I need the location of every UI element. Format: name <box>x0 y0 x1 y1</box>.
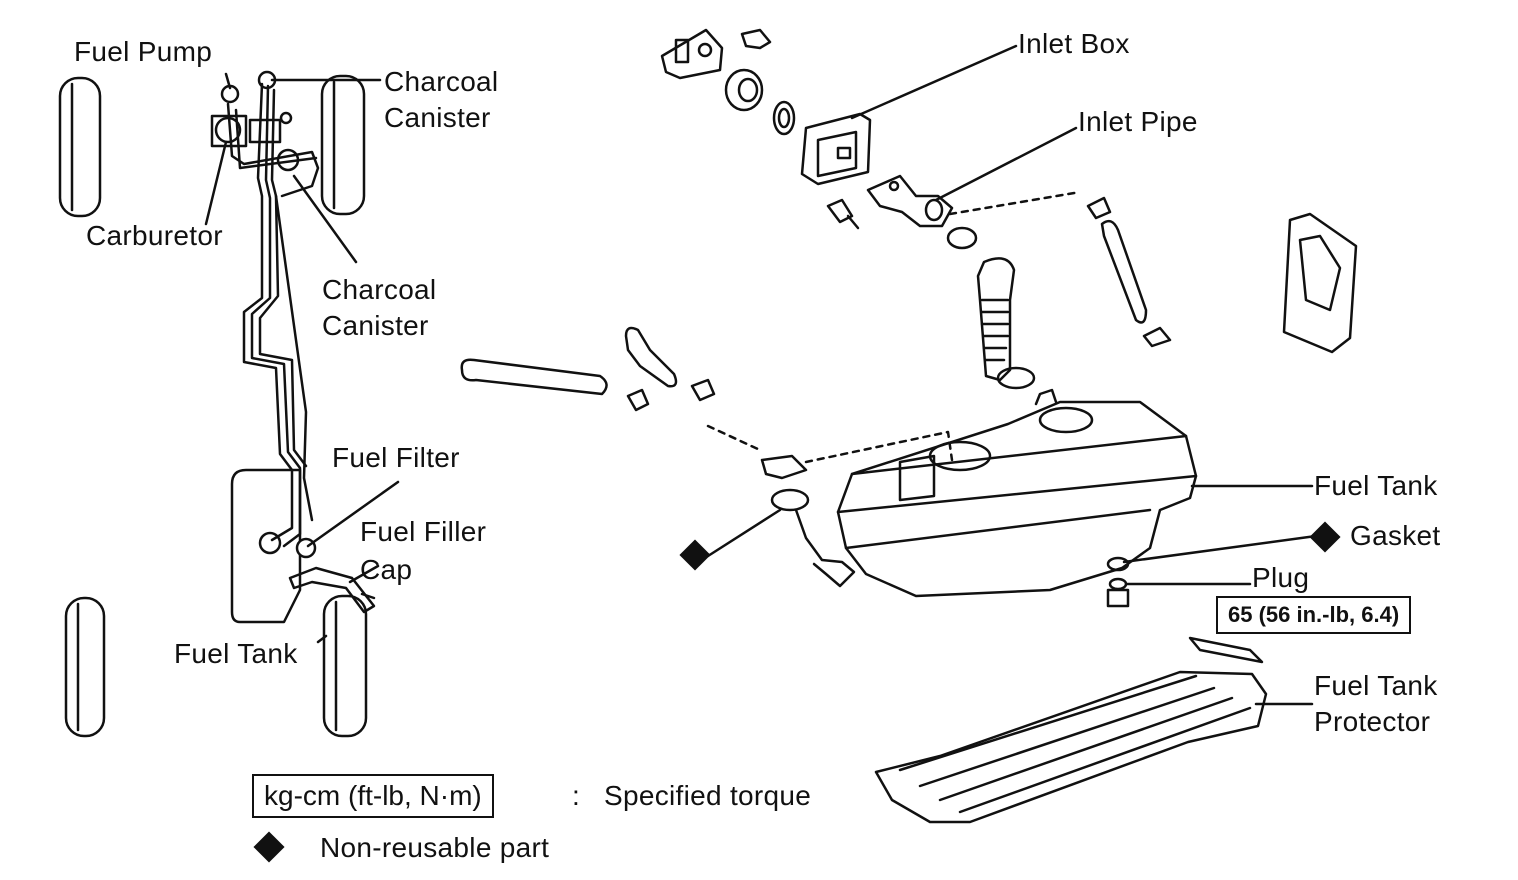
filler-hose <box>976 257 1016 382</box>
label-fuel-pump: Fuel Pump <box>74 36 213 67</box>
label-protector-line1: Fuel Tank <box>1314 670 1438 701</box>
legend-torque-units: kg-cm (ft-lb, N·m) <box>252 774 494 818</box>
label-charcoal-canister-top-line2: Canister <box>384 102 491 133</box>
label-fuel-filler-cap-line2: Cap <box>360 554 413 585</box>
label-charcoal-canister-mid-line2: Canister <box>322 310 429 341</box>
label-fuel-filter: Fuel Filter <box>332 442 460 473</box>
inlet-pipe-part <box>866 174 954 228</box>
front-left-tire <box>58 76 102 218</box>
legend-nonreusable-description: Non-reusable part <box>320 832 550 863</box>
exploded-view <box>460 28 1358 824</box>
label-inlet-box: Inlet Box <box>1018 28 1130 59</box>
label-plug: Plug <box>1252 562 1310 593</box>
rear-right-tire <box>322 594 368 738</box>
label-charcoal-canister-top-line1: Charcoal <box>384 66 499 97</box>
inlet-box-part <box>800 112 872 186</box>
legend-separator: : <box>572 780 581 811</box>
tank-protector-part <box>874 670 1268 824</box>
front-right-tire <box>320 74 366 216</box>
plug-torque-spec: 65 (56 in.-lb, 6.4) <box>1216 596 1412 634</box>
legend-torque-description: Specified torque <box>604 780 812 811</box>
label-inlet-pipe: Inlet Pipe <box>1078 106 1198 137</box>
label-protector-line2: Protector <box>1314 706 1431 737</box>
label-fuel-filler-cap-line1: Fuel Filler <box>360 516 487 547</box>
lid-plate <box>660 28 724 80</box>
rear-left-tire <box>64 596 106 738</box>
label-charcoal-canister-mid-line1: Charcoal <box>322 274 437 305</box>
tank-outline-schematic <box>230 468 302 624</box>
label-fuel-tank-right: Fuel Tank <box>1314 470 1438 501</box>
label-fuel-tank-left: Fuel Tank <box>174 638 298 669</box>
fuel-tank-part <box>836 400 1198 598</box>
vehicle-schematic <box>58 70 400 738</box>
label-gasket: Gasket <box>1350 520 1441 551</box>
label-carburetor: Carburetor <box>86 220 223 251</box>
